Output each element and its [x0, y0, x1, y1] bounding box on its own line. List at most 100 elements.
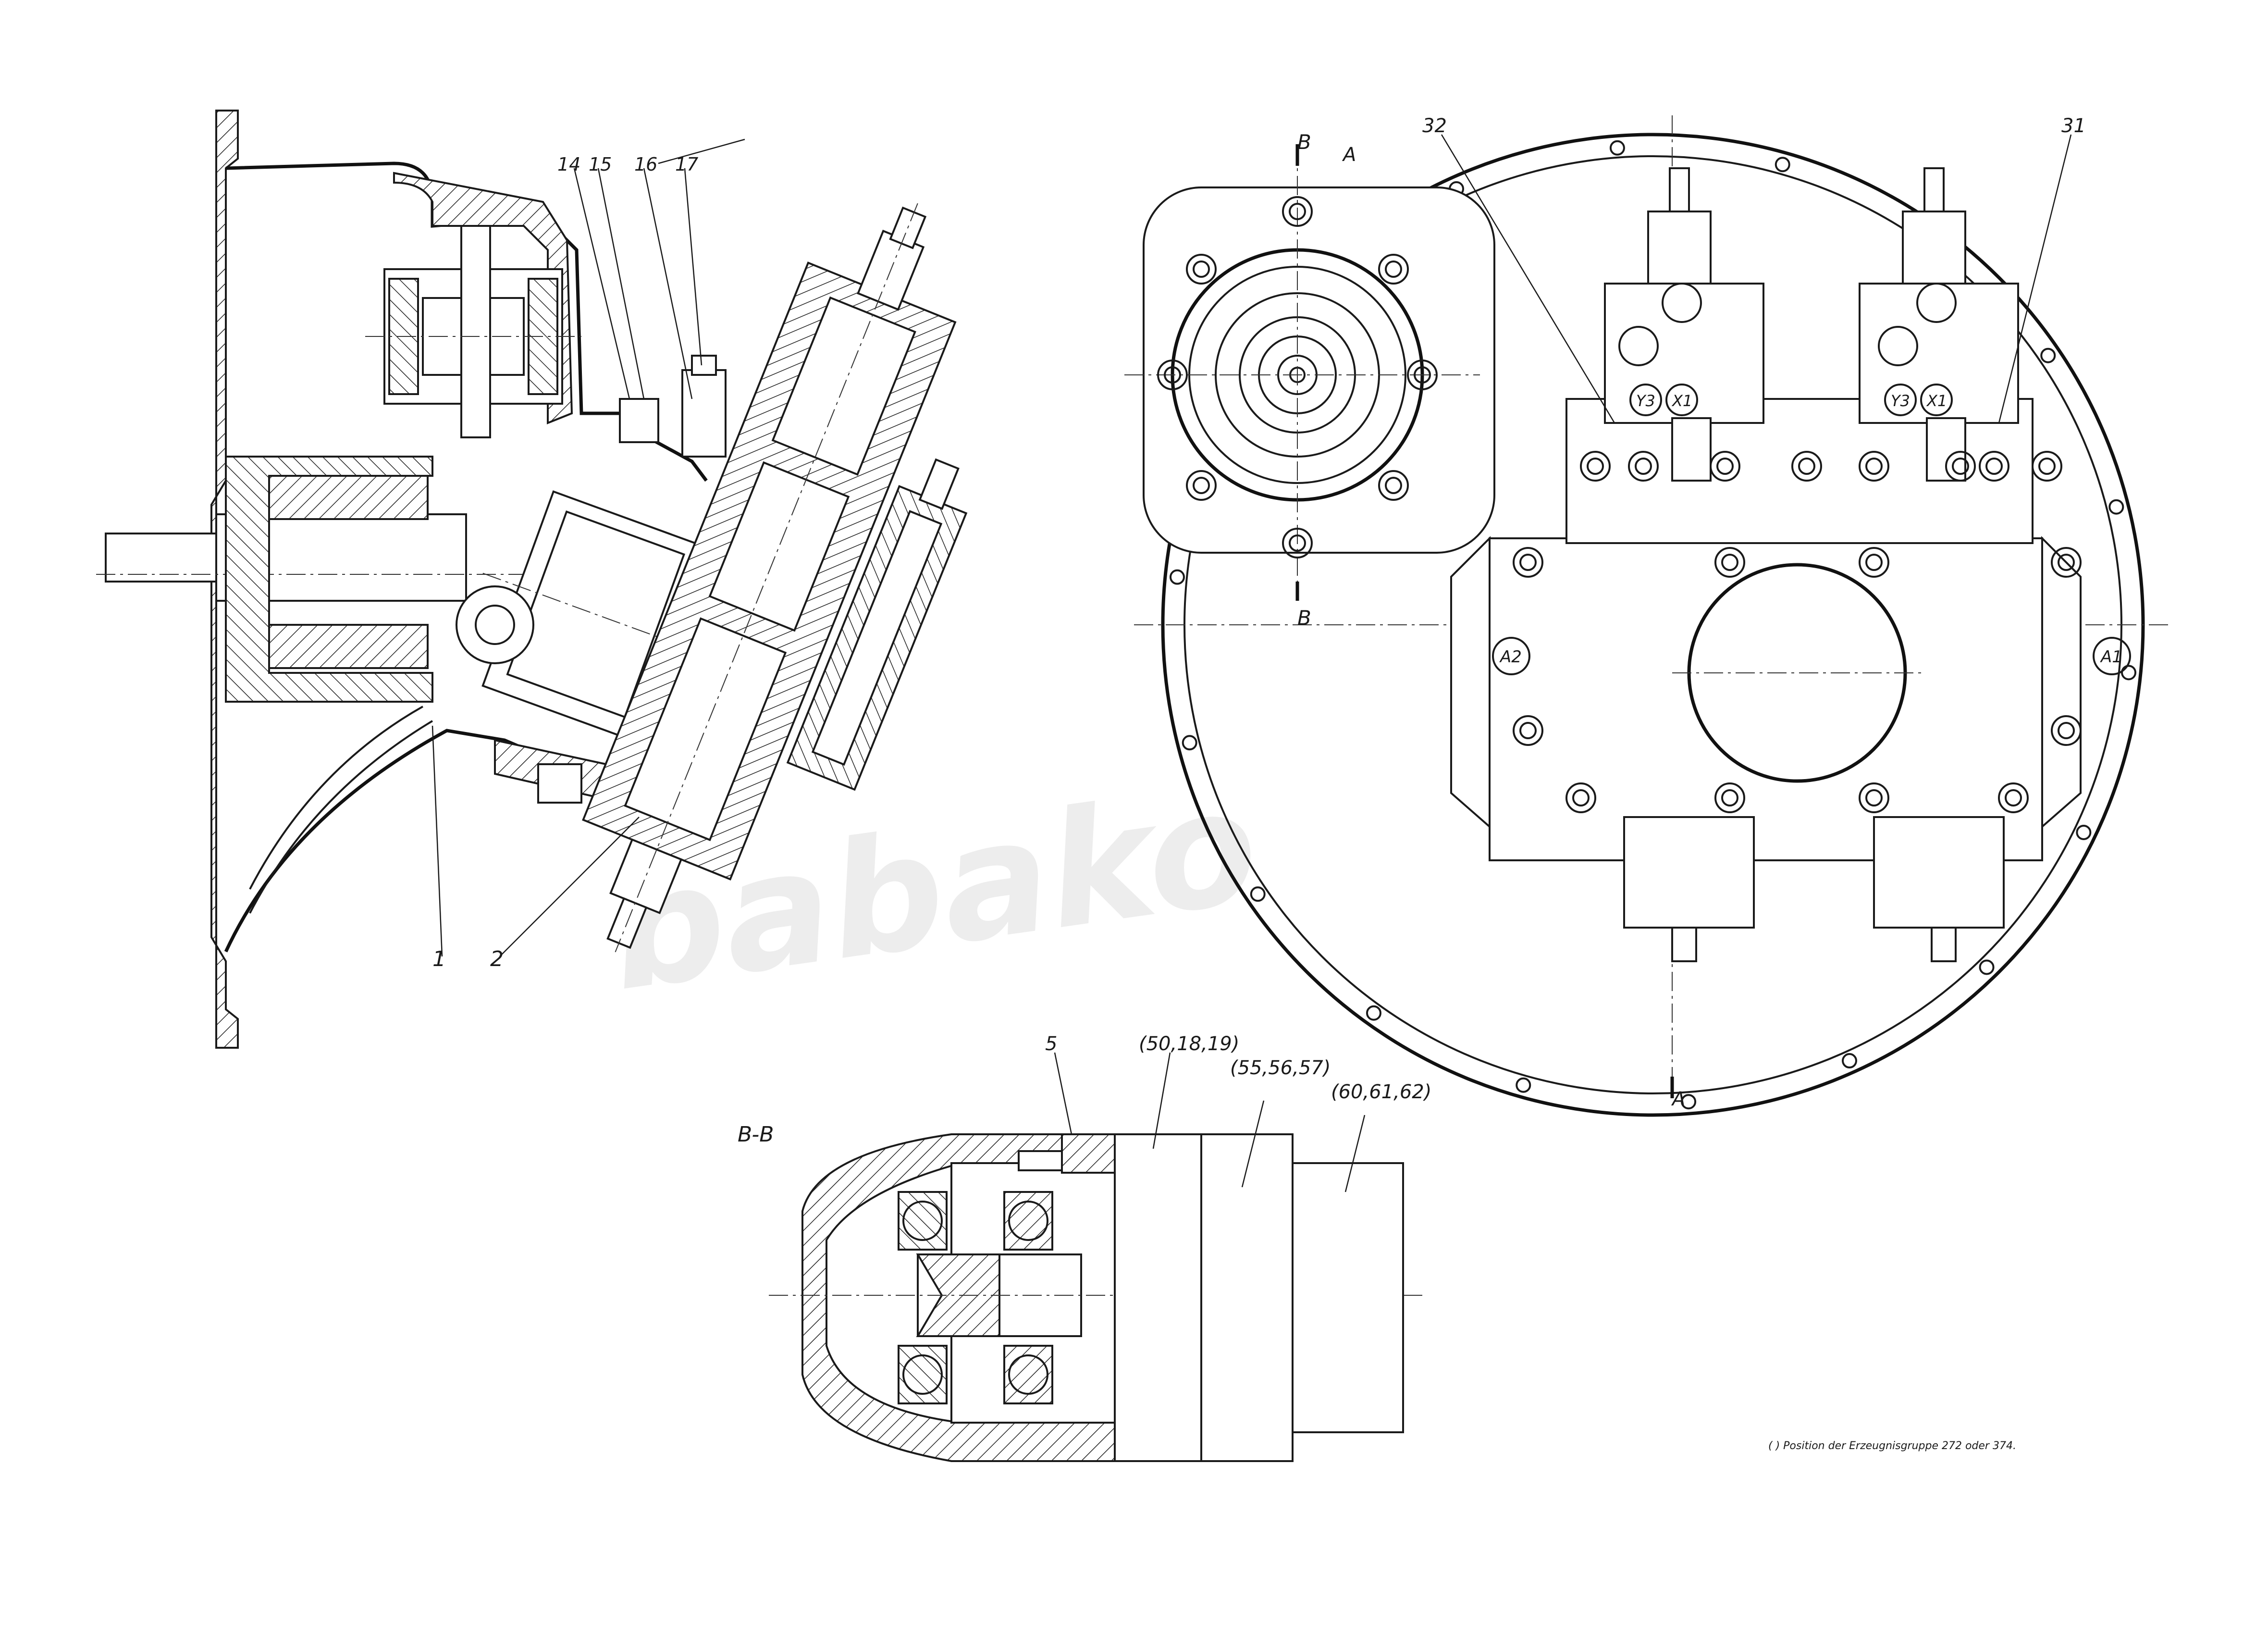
bolt-hole	[1378, 470, 1409, 501]
bolt-hole-inner	[1587, 458, 1604, 475]
bolt-hole-inner	[1572, 789, 1590, 806]
bolt-hole-inner	[2058, 722, 2075, 739]
port-y3-left: Y3	[1636, 392, 1655, 410]
section-b-b-view: B-B 5 (50,18,19) (55,56,57) (60,61,62)	[738, 1033, 1431, 1462]
bolt-hole-inner	[1289, 534, 1306, 552]
bolt-hole-inner	[1635, 458, 1652, 475]
port-x1-right: X1	[1926, 392, 1947, 410]
bolt-hole-inner	[1519, 554, 1537, 571]
bolt-hole-inner	[2058, 554, 2075, 571]
bolt-hole	[2032, 451, 2062, 482]
callout-14: 14	[557, 154, 580, 175]
port-x1-left: X1	[1671, 392, 1692, 410]
motor-segment-3	[1292, 1162, 1404, 1433]
bolt-hole	[1186, 254, 1217, 285]
bolt-hole-inner	[1721, 554, 1738, 571]
section-mark-b-bottom: B	[1297, 606, 1311, 630]
motor-segment-1	[1114, 1133, 1202, 1462]
bolt-hole	[2121, 665, 2137, 681]
bolt-hole	[2051, 547, 2082, 578]
bolt-hole-inner	[1865, 458, 1883, 475]
bolt-hole	[1580, 451, 1611, 482]
section-mark-b-top: B	[1297, 130, 1311, 154]
bolt-hole	[1681, 1094, 1697, 1110]
bolt-hole	[1282, 528, 1313, 558]
bolt-hole	[1609, 140, 1625, 156]
bolt-hole-inner	[1716, 458, 1734, 475]
port-a1: A1	[2100, 647, 2122, 667]
bolt-hole-inner	[1164, 366, 1181, 384]
bolt-hole	[1998, 782, 2029, 813]
bolt-hole	[2051, 715, 2082, 746]
bearing-upper	[268, 475, 429, 520]
bolt-hole	[1714, 782, 1745, 813]
bolt-hole-inner	[1193, 260, 1210, 278]
bolt-hole	[1182, 735, 1197, 751]
section-title: B-B	[738, 1122, 774, 1147]
bolt-hole	[1710, 451, 1740, 482]
callout-2: 2	[490, 947, 504, 971]
bolt-hole	[1859, 451, 1889, 482]
callout-17: 17	[675, 154, 698, 175]
bolt-hole-inner	[1519, 722, 1537, 739]
port-y3-right: Y3	[1891, 392, 1910, 410]
bolt-hole	[1366, 1005, 1381, 1021]
bolt-hole-inner	[1289, 203, 1306, 220]
bolt-hole	[1407, 360, 1438, 390]
callout-15: 15	[589, 154, 612, 175]
housing-bolt-holes	[1169, 140, 2137, 1110]
bearing-lower	[268, 624, 429, 669]
bolt-hole-inner	[2038, 458, 2056, 475]
bolt-hole	[1186, 470, 1217, 501]
callout-32: 32	[1422, 115, 1447, 137]
callout-55-56-57: (55,56,57)	[1230, 1057, 1331, 1079]
callout-31: 31	[2061, 115, 2086, 137]
section-mark-a-top: A	[1342, 144, 1356, 166]
bolt-hole	[1169, 569, 1185, 585]
bolt-hole	[1841, 1053, 1857, 1069]
section-mark-a-bottom: A	[1671, 1088, 1685, 1110]
port-a2: A2	[1499, 647, 1522, 667]
body-bolts	[1513, 451, 2082, 813]
bolt-hole	[1859, 782, 1889, 813]
callout-50-18-19: (50,18,19)	[1139, 1033, 1239, 1055]
bolt-hole	[1378, 254, 1409, 285]
bolt-hole-inner	[1721, 789, 1738, 806]
flange-bolts	[1157, 196, 1438, 558]
bolt-hole	[1513, 715, 1543, 746]
bolt-hole-inner	[1193, 477, 1210, 494]
bolt-hole	[1628, 451, 1659, 482]
bolt-hole-inner	[1385, 477, 1402, 494]
bolt-hole	[1516, 1077, 1531, 1093]
mounting-flange	[210, 110, 239, 1049]
bolt-hole-inner	[1798, 458, 1815, 475]
bolt-hole-inner	[1985, 458, 2003, 475]
bolt-hole	[1791, 451, 1822, 482]
bolt-hole-inner	[1952, 458, 1969, 475]
bolt-hole-inner	[1865, 789, 1883, 806]
bolt-hole-inner	[1385, 260, 1402, 278]
bolt-hole	[1513, 547, 1543, 578]
right-front-view: Y3 X1 Y3 X1 A2 A1 B B A A 32 31	[1124, 115, 2172, 1117]
bolt-hole	[1714, 547, 1745, 578]
callout-1: 1	[432, 947, 446, 971]
callout-16: 16	[634, 154, 657, 175]
left-cross-section-view: 1 2 14 15 16 17	[96, 110, 968, 1049]
bolt-hole	[1979, 959, 1995, 975]
bolt-hole	[2076, 824, 2092, 840]
bolt-hole	[2040, 347, 2056, 363]
bolt-hole	[1859, 547, 1889, 578]
bolt-hole-inner	[2005, 789, 2022, 806]
bolt-hole	[1250, 886, 1266, 902]
bolt-hole	[1157, 360, 1188, 390]
bolt-hole	[1945, 451, 1976, 482]
bolt-hole-inner	[1865, 554, 1883, 571]
callout-5: 5	[1045, 1033, 1057, 1055]
pump-body	[1489, 537, 2043, 861]
bolt-hole	[1282, 196, 1313, 227]
bolt-hole-inner	[1414, 366, 1431, 384]
bolt-hole	[1775, 157, 1790, 173]
motor-segment-2	[1200, 1133, 1294, 1462]
bolt-hole	[1979, 451, 2009, 482]
